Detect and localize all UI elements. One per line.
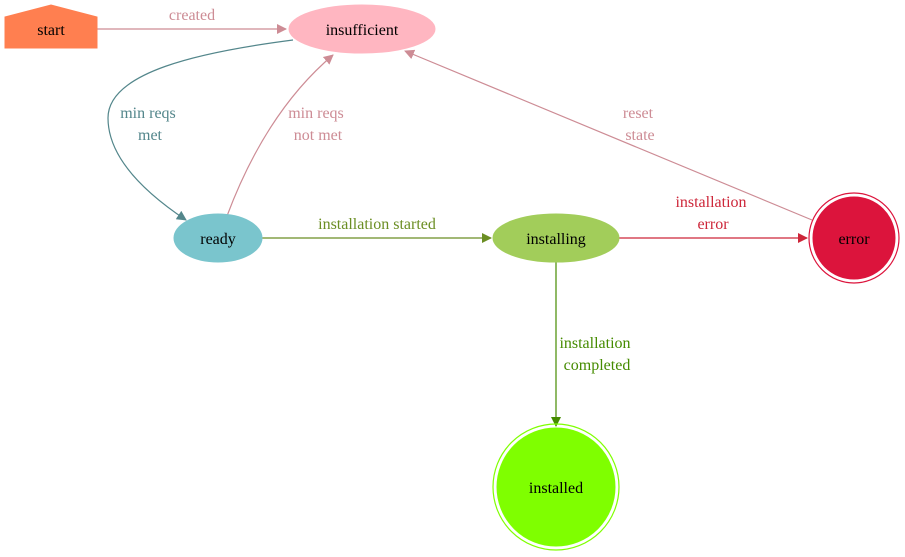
edge-installation-error: installation error	[619, 194, 808, 243]
edge-min-reqs-not-met-line	[226, 54, 334, 217]
edge-reset-state-label: reset state	[623, 105, 657, 144]
edge-created: created	[97, 7, 287, 34]
node-installing[interactable]: installing	[492, 213, 620, 263]
node-insufficient[interactable]: insufficient	[288, 4, 436, 54]
node-error-outer-ring	[808, 192, 900, 284]
node-error-label: error	[838, 231, 870, 248]
node-start-label: start	[37, 22, 65, 39]
node-installed-label: installed	[529, 480, 583, 497]
edge-min-reqs-met-line	[107, 39, 294, 221]
node-installing-shape	[492, 213, 620, 263]
node-insufficient-shape	[288, 4, 436, 54]
node-start-shape	[4, 4, 98, 49]
node-ready-label: ready	[200, 231, 236, 248]
node-error-shape	[812, 196, 896, 280]
edge-installation-started-label: installation started	[318, 216, 436, 233]
edge-created-label: created	[169, 7, 215, 24]
edge-installation-completed-label: installation completed	[559, 335, 634, 374]
edge-installation-started: installation started	[262, 216, 492, 243]
node-error[interactable]: error	[808, 192, 900, 284]
edge-min-reqs-met-label: min reqs met	[120, 105, 180, 144]
edge-installation-error-label: installation error	[675, 194, 750, 233]
edge-installation-completed: installation completed	[551, 262, 634, 427]
node-insufficient-label: insufficient	[326, 22, 399, 39]
node-installed[interactable]: installed	[492, 423, 620, 551]
node-ready[interactable]: ready	[173, 213, 263, 263]
node-installed-outer-ring	[492, 423, 620, 551]
node-installed-shape	[496, 427, 616, 547]
edge-min-reqs-not-met: min reqs not met	[226, 54, 348, 217]
node-installing-label: installing	[526, 231, 586, 248]
edge-reset-state-line	[404, 49, 813, 221]
edge-min-reqs-met: min reqs met	[107, 39, 294, 221]
node-ready-shape	[173, 213, 263, 263]
node-start[interactable]: start	[4, 4, 98, 49]
edge-min-reqs-not-met-label: min reqs not met	[288, 105, 348, 144]
edge-reset-state: reset state	[404, 49, 813, 221]
